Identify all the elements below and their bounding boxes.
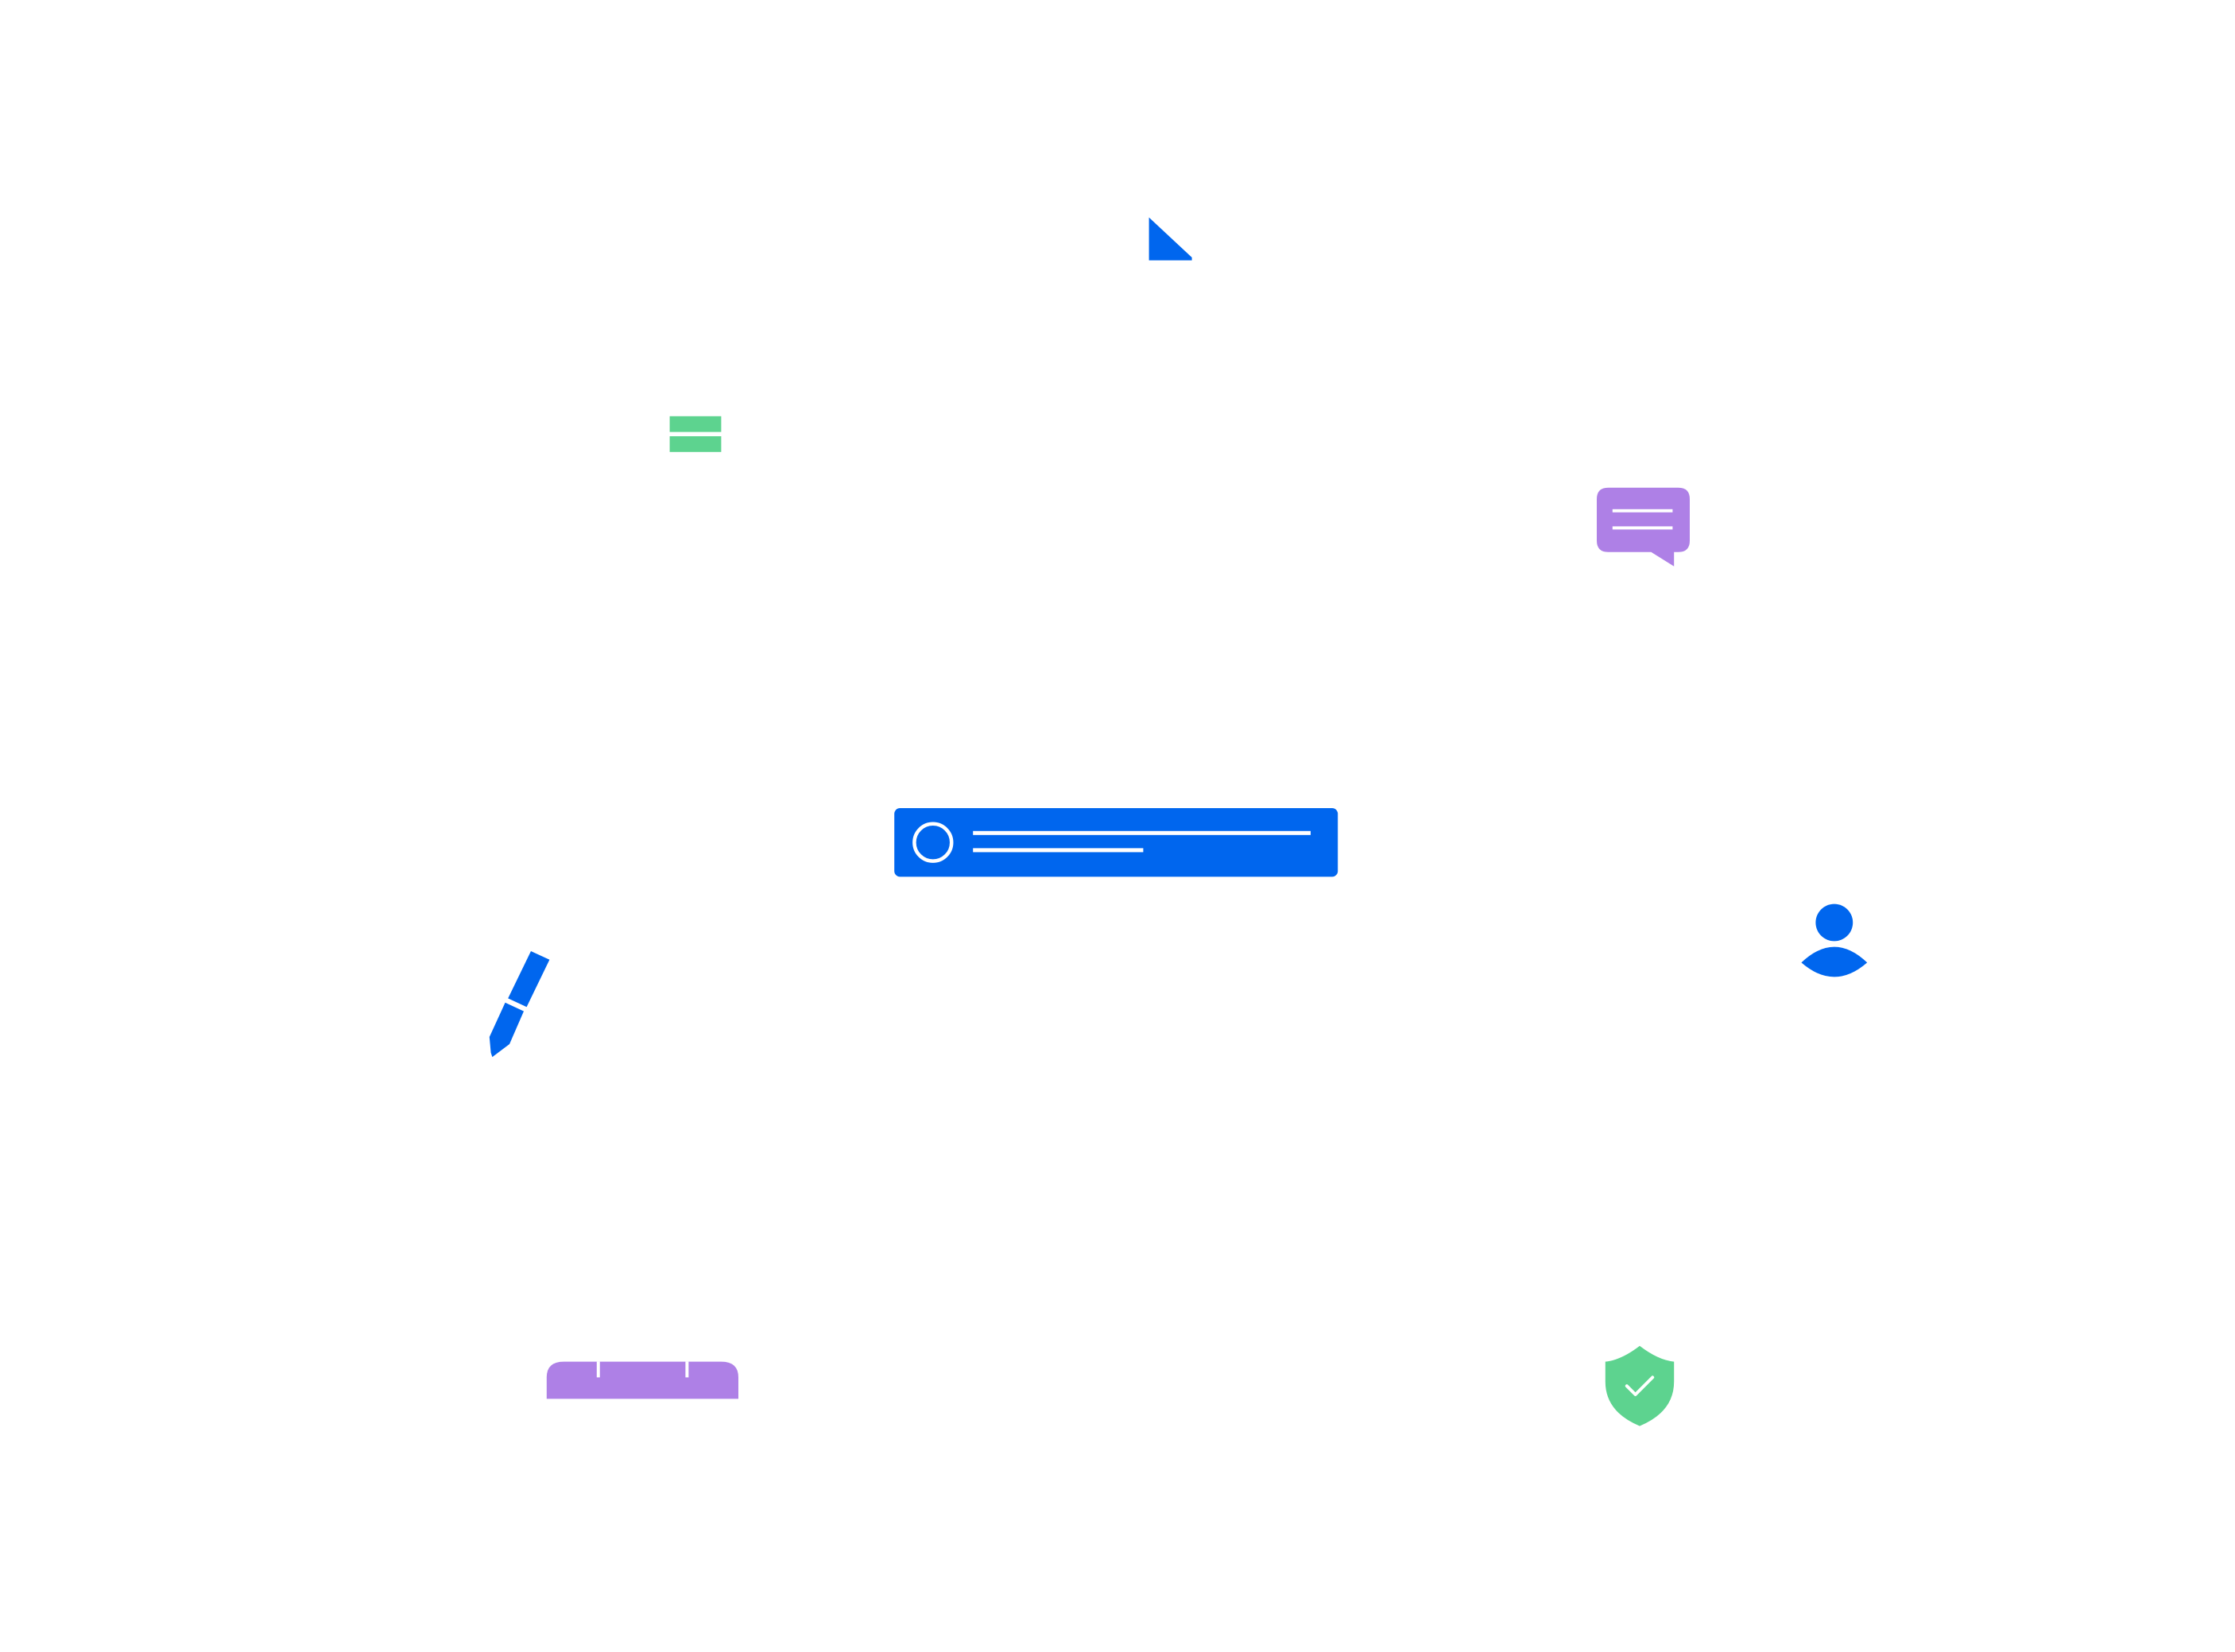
ruler-icon: [546, 1361, 738, 1399]
equals-icon: [669, 416, 722, 452]
chat-bubble-icon: [1597, 487, 1690, 567]
user-icon: [1801, 903, 1868, 977]
avatar-circle-icon: [912, 822, 954, 863]
shield-check-icon: [1605, 1345, 1675, 1426]
checkmark-icon: [1625, 1375, 1655, 1396]
text-line-placeholder: [973, 848, 1144, 853]
text-line-placeholder: [973, 830, 1311, 835]
triangle-icon: [1148, 217, 1192, 261]
notification-card: [894, 808, 1338, 877]
pen-icon: [489, 951, 550, 1058]
